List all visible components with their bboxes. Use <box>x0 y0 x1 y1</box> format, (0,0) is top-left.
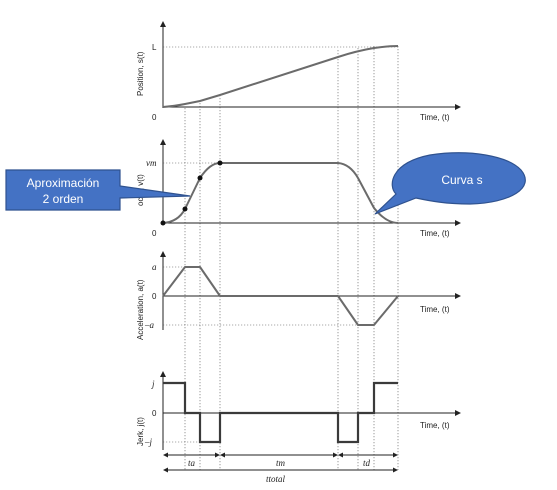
acceleration-x-label: Time, (t) <box>420 305 450 314</box>
velocity-top-label: vm <box>146 158 157 168</box>
jerk-curve <box>163 381 398 444</box>
jerk-pos-label: j <box>151 379 155 389</box>
position-zero-label: 0 <box>152 113 157 122</box>
acceleration-curve <box>162 266 399 326</box>
position-x-label: Time, (t) <box>420 113 450 122</box>
acceleration-zero-label: 0 <box>152 292 157 301</box>
callout-left-line2: 2 orden <box>43 192 84 206</box>
callout-right-shape <box>374 152 526 215</box>
jerk-zero-label: 0 <box>152 409 157 418</box>
velocity-x-label: Time, (t) <box>420 229 450 238</box>
time-guide-lines <box>184 46 399 470</box>
callout-left-line1: Aproximación <box>27 176 100 190</box>
velocity-curve <box>162 162 399 224</box>
ttotal-label: ttotal <box>266 474 286 484</box>
tm-label: tm <box>276 458 286 468</box>
acceleration-pos-label: a <box>152 262 157 272</box>
interval-annotations: ta tm td ttotal <box>163 452 398 484</box>
jerk-x-label: Time, (t) <box>420 421 450 430</box>
callout-aproximacion: Aproximación 2 orden <box>5 169 191 211</box>
callout-curva-s: Curva s <box>374 152 526 215</box>
ta-label: ta <box>188 458 196 468</box>
callout-left-shape <box>5 169 191 211</box>
acceleration-panel: a 0 –a Time, (t) Acceleration, a(t) <box>136 251 461 340</box>
position-panel: L 0 Time, (t) Position, s(t) <box>136 21 461 122</box>
velocity-point <box>182 206 188 212</box>
velocity-point <box>197 175 203 181</box>
position-curve <box>162 45 399 108</box>
acceleration-y-label: Acceleration, a(t) <box>136 279 145 340</box>
position-top-label: L <box>152 43 157 52</box>
velocity-zero-label: 0 <box>152 229 157 238</box>
acceleration-neg-label: –a <box>144 320 155 330</box>
jerk-panel: j 0 –j Time, (t) Jerk, j(t) <box>136 371 461 450</box>
callout-right-text: Curva s <box>441 173 482 187</box>
jerk-neg-label: –j <box>144 437 153 447</box>
td-label: td <box>363 458 371 468</box>
velocity-point <box>217 160 223 166</box>
velocity-point <box>160 220 166 226</box>
position-y-label: Position, s(t) <box>136 51 145 96</box>
jerk-y-label: Jerk, j(t) <box>136 417 145 446</box>
